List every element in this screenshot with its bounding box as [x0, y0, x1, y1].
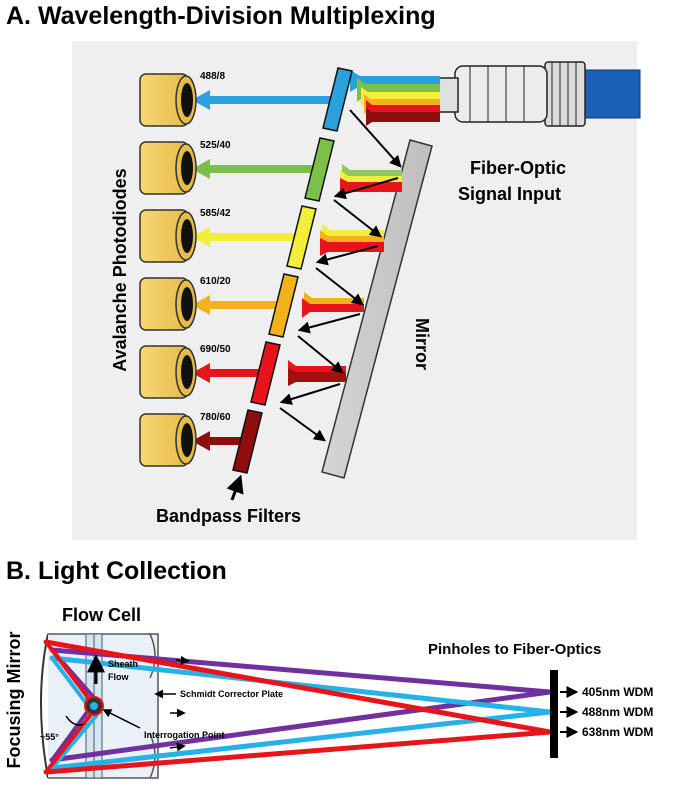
angle-label: ~55° [40, 732, 59, 742]
sheath-flow-label-line1: Sheath [108, 659, 138, 669]
output-arrows-b [560, 686, 579, 738]
angle-arc [65, 715, 85, 726]
output-arrow-585 [192, 227, 300, 247]
filters-label: Bandpass Filters [156, 506, 301, 526]
photodiode-icon [139, 141, 197, 195]
filter-610 [268, 273, 299, 338]
output-label-405: 405nm WDM [582, 685, 653, 699]
beam-direction-arrows [169, 655, 190, 752]
output-arrow-610 [192, 295, 282, 315]
flow-cell-label: Flow Cell [62, 605, 141, 625]
filter-label-488: 488/8 [200, 71, 225, 82]
filter-label-780: 780/60 [200, 412, 231, 423]
filter-label-610: 610/20 [200, 276, 231, 287]
section-a-title: A. Wavelength-Division Multiplexing [6, 2, 436, 30]
output-arrow-488 [192, 90, 336, 110]
output-label-638: 638nm WDM [582, 725, 653, 739]
output-arrow-690 [192, 363, 264, 383]
pinholes-label: Pinholes to Fiber-Optics [428, 641, 601, 658]
filter-585 [286, 205, 317, 270]
filter-label-585: 585/42 [200, 208, 231, 219]
focusing-mirror-label: Focusing Mirror [4, 631, 24, 768]
mirror-label: Mirror [412, 318, 432, 370]
interrogation-point [84, 696, 104, 716]
filter-488 [322, 67, 353, 132]
output-arrow-525 [192, 159, 318, 179]
output-arrow-780 [192, 431, 246, 451]
input-beam [350, 70, 440, 126]
filter-690 [250, 341, 281, 406]
input-label-line1: Fiber-Optic [470, 158, 566, 178]
photodiode-icon [139, 413, 197, 467]
output-arrows [192, 90, 336, 451]
reflected-beams [288, 164, 402, 386]
photodiodes [139, 73, 197, 467]
photodiode-icon [139, 209, 197, 263]
filters-pointer-arrow [226, 474, 244, 501]
pinhole-plate [550, 670, 558, 758]
photodiode-icon [139, 73, 197, 127]
output-label-488: 488nm WDM [582, 705, 653, 719]
input-label-line2: Signal Input [458, 184, 561, 204]
interrogation-pointer-arrow [102, 709, 141, 729]
filter-label-525: 525/40 [200, 140, 231, 151]
sheath-flow-label-line2: Flow [108, 672, 129, 682]
schmidt-label: Schmidt Corrector Plate [180, 689, 283, 699]
interrogation-label: Interrogation Point [144, 730, 225, 740]
section-b-title: B. Light Collection [6, 557, 227, 585]
mirror [321, 139, 433, 479]
photodiode-icon [139, 277, 197, 331]
detector-label: Avalanche Photodiodes [110, 168, 130, 371]
bandpass-filters [232, 67, 353, 474]
filter-525 [304, 137, 335, 202]
photodiode-icon [139, 345, 197, 399]
filter-label-690: 690/50 [200, 344, 231, 355]
fiber-optic-connector [437, 61, 641, 127]
reflection-arrows [279, 109, 402, 442]
filter-780 [232, 409, 263, 474]
